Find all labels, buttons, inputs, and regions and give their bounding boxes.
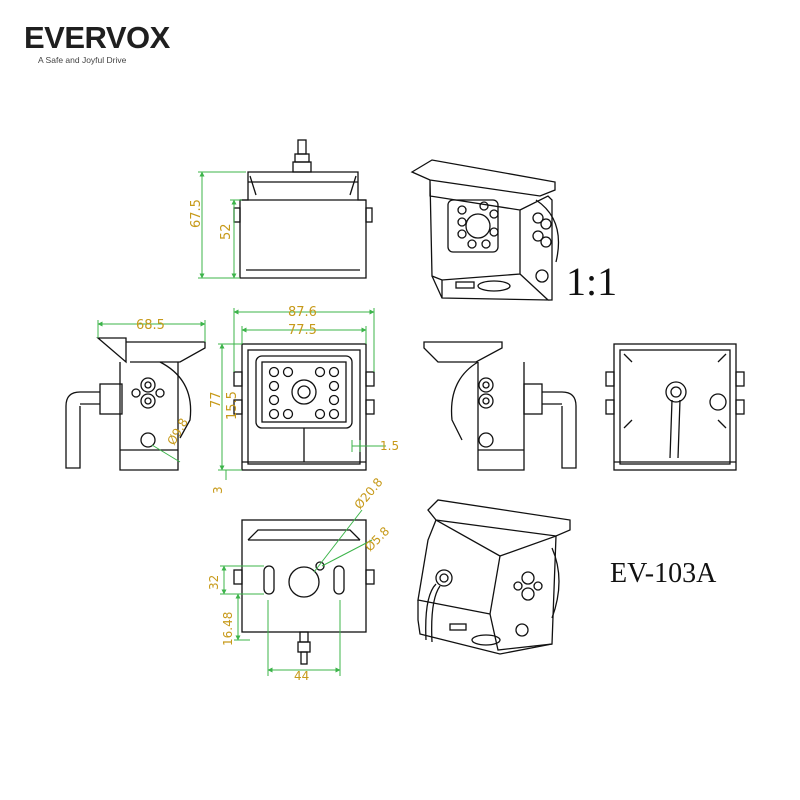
dim-bracket-hole: Ø9.8	[164, 416, 190, 448]
dim-front-overall-width: 87.6	[288, 305, 317, 320]
dim-front-body-width: 77.5	[288, 323, 317, 338]
side-view-mirror	[423, 341, 577, 471]
dim-bottom-offset: 16.48	[221, 612, 235, 646]
model-label: EV-103A	[610, 558, 717, 589]
bottom-view	[233, 519, 375, 665]
iso-view-bottom	[417, 499, 571, 655]
brand-tagline: A Safe and Joyful Drive	[38, 55, 127, 65]
dim-bottom-slot-spacing: 32	[207, 575, 221, 590]
dim-front-height: 77	[209, 391, 224, 408]
scale-label: 1:1	[566, 259, 618, 304]
front-view	[233, 343, 375, 471]
top-view	[233, 139, 373, 279]
dim-front-base: 3	[211, 486, 225, 494]
top-view-dimensions	[198, 171, 246, 279]
side-view-dimensions	[97, 320, 206, 463]
back-view	[605, 343, 745, 471]
dim-side-depth: 68.5	[136, 318, 165, 333]
dim-side-body-height: 52	[219, 223, 234, 240]
dim-front-margin: 1.5	[380, 439, 399, 453]
brand-logo: EVERVOX	[24, 20, 170, 55]
dim-bottom-large-hole: Ø20.8	[352, 475, 386, 512]
bottom-view-dimensions	[220, 509, 373, 676]
side-view	[65, 337, 206, 471]
dim-side-overall-height: 67.5	[189, 199, 204, 228]
dim-bottom-width: 44	[294, 669, 309, 683]
dim-front-lens-height: 15.5	[225, 391, 240, 420]
dim-bottom-small-hole: Ø5.8	[362, 524, 392, 554]
iso-view-top	[410, 159, 560, 301]
front-view-dimensions	[218, 308, 386, 480]
